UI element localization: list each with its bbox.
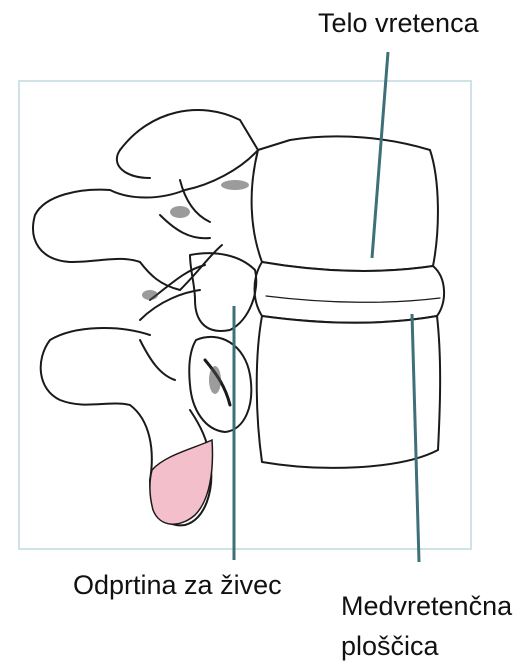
- intervertebral-disc: [255, 262, 445, 323]
- shading-2: [209, 366, 221, 394]
- shading-4: [221, 180, 249, 190]
- shading-1: [170, 206, 190, 218]
- shading-3: [142, 290, 158, 300]
- upper-vertebral-body: [252, 136, 438, 271]
- upper-posterior-process: [33, 110, 258, 290]
- facet-joint: [190, 253, 256, 331]
